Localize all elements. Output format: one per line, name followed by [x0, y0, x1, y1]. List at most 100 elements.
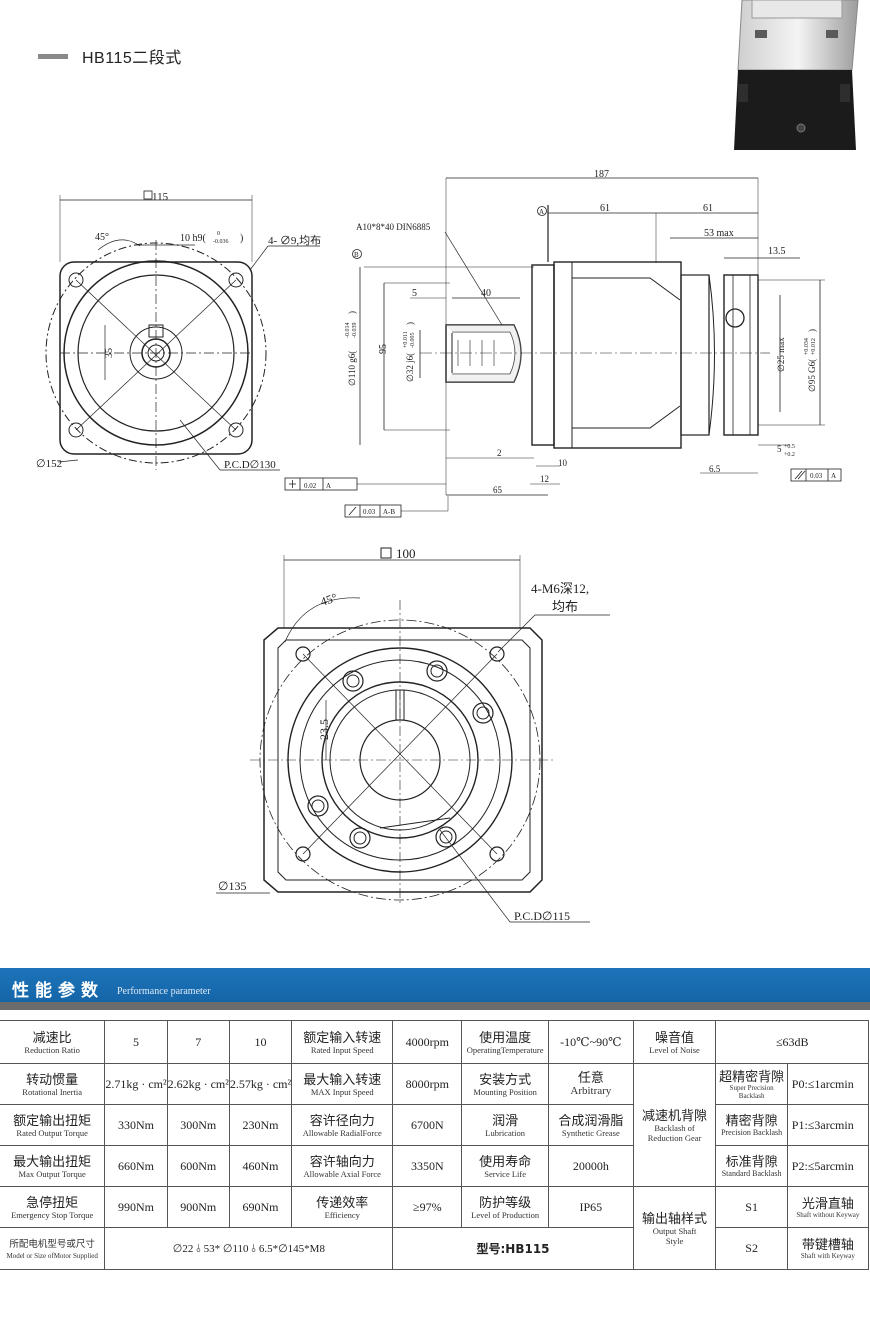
label-cn: 输出轴样式: [642, 1210, 708, 1226]
input-outer-dia: ∅135: [218, 879, 246, 893]
label-cn: 减速机背隙: [642, 1107, 708, 1123]
label-cn: 使用寿命: [479, 1153, 532, 1169]
label-en: Allowable Axial Force: [303, 1168, 381, 1179]
shaft-tol-upper: -0.014: [345, 323, 351, 339]
label-cn: 额定输入转速: [303, 1029, 382, 1045]
label-cn: 传递效率: [316, 1194, 369, 1210]
value-en: Arbitrary: [570, 1085, 612, 1097]
value-cn: 合成润滑脂: [558, 1112, 624, 1128]
value-cell: 330Nm: [104, 1104, 168, 1146]
dim-61-right: 61: [703, 203, 713, 214]
label-cn: 标准背隙: [725, 1153, 778, 1169]
section-title: 性能参数: [12, 981, 104, 1001]
dim-65: 65: [493, 485, 503, 495]
page-header: HB115二段式: [38, 44, 182, 68]
section-band-stripe: [0, 1002, 870, 1010]
side-pcd: P.C.D∅130: [224, 459, 276, 471]
datum-b-label: B: [354, 251, 359, 259]
ratio-7-cell: 7: [166, 1020, 230, 1064]
dim-5-tol-lower: +0.2: [784, 452, 795, 458]
page-title: HB115二段式: [82, 50, 182, 67]
shaft-dia-dim: ∅110 g6(: [347, 351, 357, 386]
bore-dia-dim: ∅95 G6(: [807, 359, 817, 392]
label-cn: 精密背隙: [725, 1112, 778, 1128]
value-cn: 光滑直轴: [801, 1195, 854, 1211]
style-s1-cell: S1: [715, 1186, 788, 1228]
inner-tol-lower: -0.005: [410, 333, 416, 349]
value-cell: 690Nm: [228, 1186, 293, 1228]
input-flange-view: [216, 547, 610, 923]
value-cell: -10℃~90℃: [548, 1020, 634, 1064]
dim-5-tol: 5: [777, 444, 782, 454]
label-cn: 防护等级: [479, 1194, 532, 1210]
label-cn: 噪音值: [655, 1029, 695, 1045]
inner-dia-dim: ∅32 j6(: [405, 353, 415, 382]
value-cell: 4000rpm: [392, 1020, 463, 1064]
side-key-height: 35: [104, 348, 115, 358]
side-keyway-tol-upper: 0: [217, 231, 220, 237]
dim-12: 12: [540, 474, 549, 484]
value-cell: 2.71kg · cm²: [104, 1063, 168, 1105]
inner-tol-upper: +0.011: [403, 331, 409, 348]
input-square-dim: 100: [396, 546, 416, 561]
gdt-right-datum: A: [831, 472, 836, 480]
gdt-perp-value: 0.02: [304, 482, 317, 490]
side-keyway-dim: 10 h9(: [180, 233, 207, 244]
product-photo: [734, 0, 859, 150]
label-cn: 超精密背隙: [719, 1068, 785, 1084]
side-square-dim: 115: [152, 191, 169, 203]
side-keyway-close: ): [240, 233, 243, 244]
side-angle-dim: 45°: [95, 232, 109, 243]
value-en: Shaft without Keyway: [796, 1210, 860, 1219]
label-cn: 容许轴向力: [309, 1153, 375, 1169]
label-cn: 所配电机型号或尺寸: [9, 1239, 95, 1250]
input-key-dim: 23.5: [317, 719, 331, 740]
label-en: MAX Input Speed: [310, 1086, 374, 1097]
ratio-5-cell: 5: [104, 1020, 168, 1064]
value-en: Synthetic Grease: [561, 1127, 620, 1138]
value-cell: 230Nm: [228, 1104, 293, 1146]
label-cn: 最大输入转速: [303, 1071, 382, 1087]
dim-40: 40: [481, 288, 491, 299]
input-angle-dim: 45°: [319, 590, 339, 609]
label-en: Lubrication: [485, 1127, 525, 1138]
label-cn: 减速比: [32, 1029, 72, 1045]
value-cn: 带键槽轴: [801, 1237, 854, 1252]
label-en: Service Life: [484, 1168, 527, 1179]
value-cell: P2:≤5arcmin: [786, 1145, 870, 1187]
label-cn: 容许径向力: [309, 1112, 375, 1128]
value-cell: 3350N: [392, 1145, 463, 1187]
side-keyway-tol-lower: -0.036: [213, 239, 229, 245]
overall-length-dim: 187: [594, 169, 609, 180]
technical-drawing: 115 45° 10 h9( 0 -0.036 ) 4- ∅9,均布 35 ∅1…: [36, 169, 842, 923]
label-en: Rated Input Speed: [310, 1044, 374, 1055]
dim-25max: ∅25 max: [776, 337, 786, 372]
label-en: Standard Backlash: [721, 1168, 782, 1178]
dim-95: 95: [378, 344, 389, 354]
value-cell: 2.57kg · cm²: [228, 1063, 293, 1105]
dim-10: 10: [558, 458, 568, 468]
value-cell: 900Nm: [166, 1186, 230, 1228]
value-cell: 6700N: [392, 1104, 463, 1146]
